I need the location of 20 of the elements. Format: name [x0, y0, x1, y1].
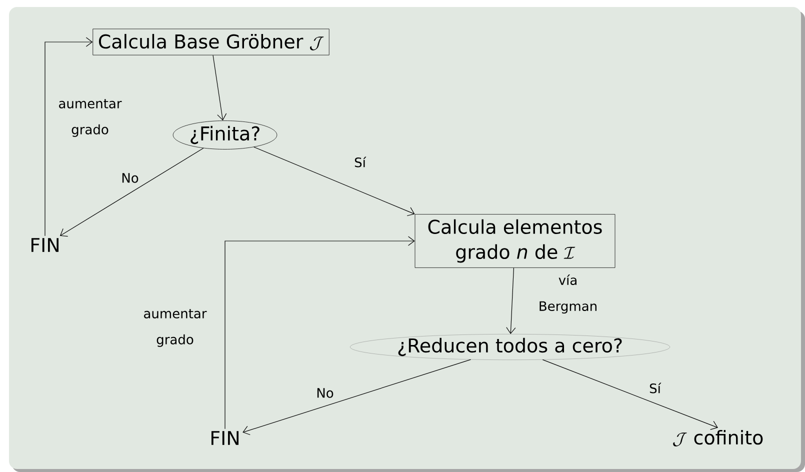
edge-label: aumentar grado	[59, 99, 122, 137]
arrow	[542, 359, 718, 430]
arrow	[506, 268, 516, 334]
process-box: Calcula elementos grado n de $\mathcal{I}$	[414, 214, 616, 268]
edge-label: Sí	[650, 382, 662, 394]
edge-label: vía Bergman	[540, 274, 596, 314]
end-text: FIN	[212, 431, 238, 445]
edge-label: Sí	[354, 156, 366, 168]
arrow	[212, 54, 227, 121]
edge-label: No	[122, 173, 138, 183]
end-text: FIN	[32, 238, 58, 252]
arrow	[60, 148, 204, 237]
result-text: $\mathcal{J}$ cofinito	[673, 430, 763, 446]
edge-label: No	[317, 388, 334, 398]
arrow	[254, 146, 415, 216]
arrow	[242, 359, 472, 436]
edge-label: aumentar grado	[144, 309, 207, 347]
arrow	[44, 37, 93, 236]
process-box: Calcula Base Gröbner $\mathcal{J}$	[92, 28, 330, 56]
arrow	[224, 236, 415, 430]
